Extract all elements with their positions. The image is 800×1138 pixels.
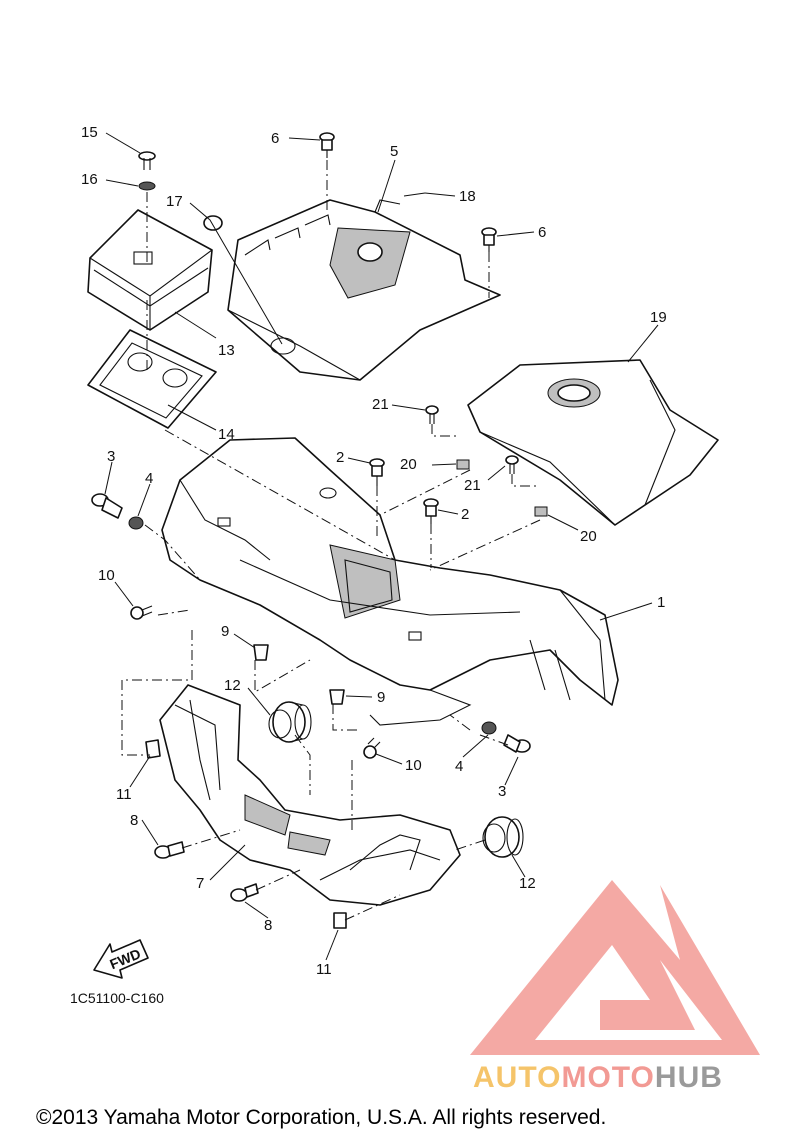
callout-20a: 20 — [400, 456, 417, 473]
callout-3b: 3 — [498, 783, 506, 800]
watermark-triangle — [470, 880, 760, 1055]
callout-15: 15 — [81, 124, 98, 141]
copyright-notice: ©2013 Yamaha Motor Corporation, U.S.A. A… — [36, 1106, 606, 1129]
callout-10a: 10 — [98, 567, 115, 584]
watermark-auto: AUTO — [473, 1061, 561, 1094]
front-panel-5 — [227, 199, 501, 381]
gasket-14 — [87, 329, 217, 429]
callout-6a: 6 — [271, 130, 279, 147]
callout-8b: 8 — [264, 917, 272, 934]
callout-17: 17 — [166, 193, 183, 210]
bolt-3b — [503, 734, 531, 753]
callout-21a: 21 — [372, 396, 389, 413]
svg-text:AUTOMOTOHUB: AUTOMOTOHUB — [473, 1061, 723, 1094]
tank-cover-19 — [467, 359, 719, 526]
callout-7: 7 — [196, 875, 204, 892]
clip-9b — [329, 689, 345, 705]
bolt-15 — [138, 151, 156, 170]
lower-guard-7 — [159, 684, 461, 906]
fwd-arrow-icon: FWD — [93, 939, 149, 979]
bolt-3a — [91, 493, 123, 519]
bolt-8a — [154, 841, 185, 859]
grommet-12b — [482, 816, 524, 858]
callout-4a: 4 — [145, 470, 153, 487]
front-fender-1 — [161, 437, 619, 726]
collar-4b — [481, 721, 497, 735]
watermark-hub: HUB — [655, 1061, 723, 1094]
clip-11a — [145, 739, 161, 759]
callout-16: 16 — [81, 171, 98, 188]
screw-10a — [130, 605, 153, 620]
callout-21b: 21 — [464, 477, 481, 494]
callout-3a: 3 — [107, 448, 115, 465]
clip-20a — [456, 459, 470, 470]
bolt-8b — [230, 883, 259, 902]
callout-11b: 11 — [316, 961, 332, 978]
collar-4a — [128, 516, 144, 530]
callout-2b: 2 — [461, 506, 469, 523]
clip-20b — [534, 506, 548, 517]
leader-lines — [104, 132, 659, 961]
bolt-2b — [423, 498, 439, 524]
screw-6b — [481, 227, 497, 252]
tag-18 — [403, 192, 426, 197]
callout-10b: 10 — [405, 757, 422, 774]
screw-10b — [363, 737, 381, 759]
callout-14: 14 — [218, 426, 235, 443]
callout-11a: 11 — [116, 786, 132, 803]
watermark-logo: AUTOMOTOHUB — [470, 880, 760, 1094]
callout-1: 1 — [657, 594, 665, 611]
grommet-12a — [268, 701, 312, 743]
callout-6b: 6 — [538, 224, 546, 241]
callouts: 15 16 17 13 14 6 5 18 6 19 21 2 20 21 2 … — [81, 124, 667, 978]
callout-12a: 12 — [224, 677, 241, 694]
callout-4b: 4 — [455, 758, 463, 775]
washer-16 — [138, 181, 156, 191]
callout-13: 13 — [218, 342, 235, 359]
callout-8a: 8 — [130, 812, 138, 829]
callout-12b: 12 — [519, 875, 536, 892]
watermark-moto: MOTO — [561, 1061, 654, 1094]
callout-18: 18 — [459, 188, 476, 205]
callout-9a: 9 — [221, 623, 229, 640]
clip-11b — [333, 912, 347, 929]
callout-9b: 9 — [377, 689, 385, 706]
reference-lines — [121, 160, 541, 921]
bolt-2a — [369, 458, 385, 486]
screw-6a — [319, 132, 335, 158]
cap-17 — [203, 215, 223, 231]
callout-5: 5 — [390, 143, 398, 160]
callout-19: 19 — [650, 309, 667, 326]
callout-20b: 20 — [580, 528, 597, 545]
screw-21a — [425, 405, 439, 424]
callout-2a: 2 — [336, 449, 344, 466]
part-code: 1C51100-C160 — [70, 990, 164, 1006]
cover-13 — [87, 209, 213, 331]
screw-21b — [505, 455, 519, 474]
clip-9a — [253, 644, 269, 661]
